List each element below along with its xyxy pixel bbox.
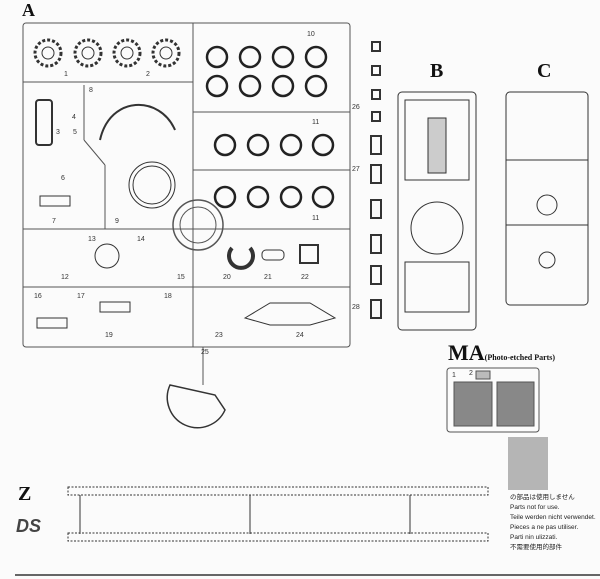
notice-line: の部品は使用しません [510,494,575,501]
part-number: 10 [307,31,315,38]
part-number: 11 [312,215,320,222]
part-number: 12 [61,274,69,281]
part-number: 7 [52,218,56,225]
ma-part-1: 1 [452,372,456,379]
part-number: 24 [296,332,304,339]
sprue-z-label: Z [18,483,32,505]
sprue-b-label: B [430,60,444,82]
misc-parts [35,99,337,429]
notice-line: Parti nin ulizzati. [510,534,558,541]
part-number: 23 [215,332,223,339]
part-number: 28 [352,304,360,311]
part-number: 8 [89,87,93,94]
ds-logo: DS [16,516,42,536]
notice-line: Pieces a ne pas utiliser. [510,524,579,531]
part-number: 25 [201,349,209,356]
sprockets [33,38,181,68]
notice-line: Parts not for use. [510,504,560,511]
part-number: 17 [77,293,85,300]
part-number: 21 [264,274,272,281]
part-number: 6 [61,175,65,182]
ma-letter: MA [448,340,485,365]
part-number: 19 [105,332,113,339]
sprue-a-label: A [22,0,35,20]
unused-part-swatch [508,437,548,490]
part-number: 3 [56,129,60,136]
ma-subtitle: (Photo-etched Parts) [484,353,556,362]
sprue-c-label: C [537,60,552,82]
part-number: 20 [223,274,231,281]
part-number: 9 [115,218,119,225]
part-number: 1 [64,71,68,78]
sprue-a-frame [22,22,351,385]
part-number: 4 [72,114,76,121]
hull-c [505,91,589,306]
return-rollers [370,41,382,319]
part-number: 27 [352,166,360,173]
sprue-ma-label: MA(Photo-etched Parts) [448,340,555,366]
part-number: 11 [312,119,320,126]
part-number: 13 [88,236,96,243]
part-number: 18 [164,293,172,300]
part-number: 22 [301,274,309,281]
road-wheels [205,45,335,209]
ma-part-2: 2 [469,370,473,377]
track-runs [67,486,489,542]
notice-line: 不需要使用的部件 [510,544,562,551]
unused-parts-notice: の部品は使用しません Parts not for use. Teile werd… [510,493,596,553]
hull-b [397,91,477,331]
part-number: 5 [73,129,77,136]
photo-etch-fret [446,367,540,433]
part-number: 15 [177,274,185,281]
part-number: 2 [146,71,150,78]
part-number: 26 [352,104,360,111]
part-number: 16 [34,293,42,300]
notice-line: Teile werden nicht verwendet. [510,514,596,521]
part-number: 14 [137,236,145,243]
